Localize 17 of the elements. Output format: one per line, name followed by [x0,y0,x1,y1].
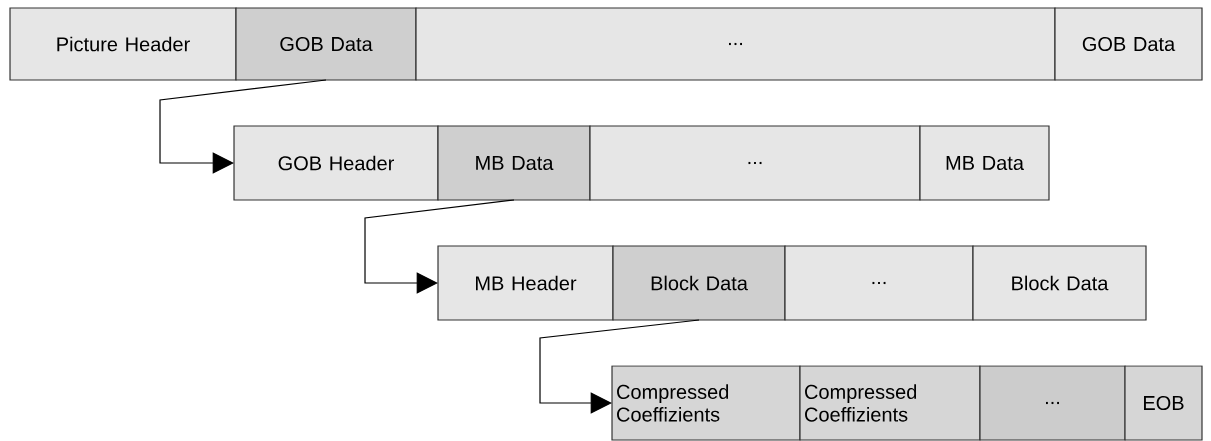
arrow [364,199,515,294]
arrow [159,79,327,174]
field-box: MB Data [919,125,1050,201]
field-box: Compressed Coeffizients [611,365,801,441]
field-box: ... [784,245,974,321]
field-box: EOB [1124,365,1203,441]
field-box: MB Data [437,125,591,201]
field-box: Block Data [612,245,786,321]
arrow [539,319,700,414]
field-box: GOB Data [1054,7,1203,81]
field-box: Compressed Coeffizients [799,365,981,441]
field-box: MB Header [437,245,614,321]
field-box: GOB Data [235,7,417,81]
field-box: GOB Header [233,125,439,201]
field-box: Block Data [972,245,1147,321]
field-box: ... [979,365,1126,441]
field-box: Picture Header [9,7,237,81]
